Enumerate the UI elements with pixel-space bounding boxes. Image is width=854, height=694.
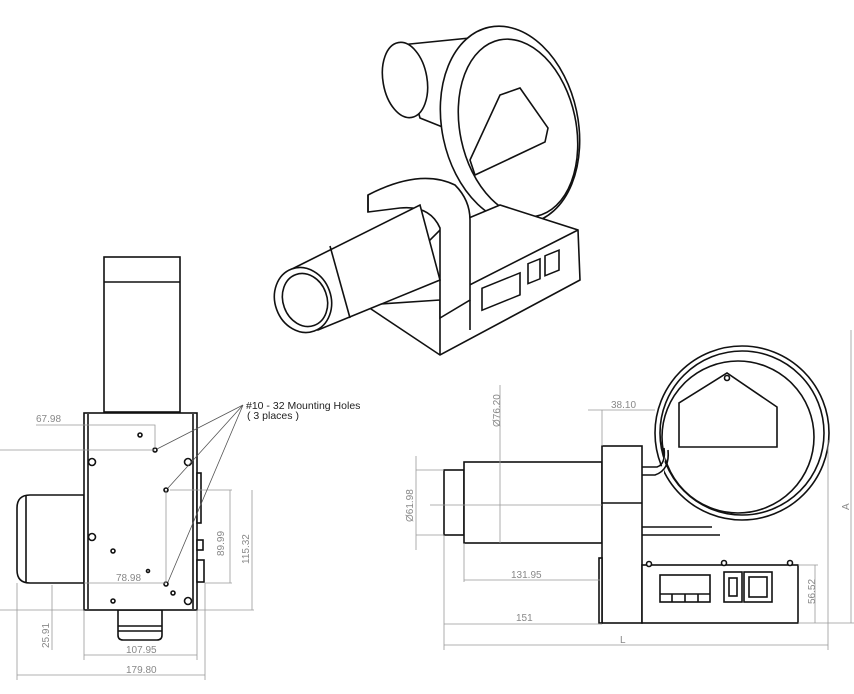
top-view-body [83, 412, 198, 611]
side-main-tube [463, 461, 603, 544]
dim-height-A: A [841, 503, 852, 510]
isometric-view [273, 25, 581, 356]
iso-switch-2 [544, 249, 560, 277]
dim-25-91: 25.91 [41, 623, 52, 648]
dim-89-99: 89.99 [216, 531, 227, 556]
mounting-holes-note: #10 - 32 Mounting Holes [246, 400, 360, 412]
dim-56-52: 56.52 [807, 579, 818, 604]
iso-display [481, 271, 521, 312]
dim-107-95: 107.95 [126, 645, 157, 656]
dim-78-98: 78.98 [116, 573, 141, 584]
dim-dia-76-20: Ø76.20 [492, 394, 503, 427]
dim-38-10: 38.10 [611, 400, 636, 411]
side-inlet-ring [443, 469, 465, 536]
iso-inlet-opening [381, 41, 429, 119]
dim-dia-61-98: Ø61.98 [405, 489, 416, 522]
side-column-block [601, 445, 643, 624]
side-scroll-window [678, 372, 778, 448]
top-view-tube [103, 256, 181, 413]
dim-115-32: 115.32 [241, 534, 252, 564]
iso-scroll-window [469, 87, 549, 177]
side-view: 38.10 Ø76.20 Ø61.98 131.95 151 L 56.52 A [405, 330, 854, 650]
dim-length-L: L [620, 635, 626, 646]
dim-151: 151 [516, 613, 533, 624]
dim-179-80: 179.80 [126, 665, 157, 676]
note-leaders [156, 404, 244, 583]
iso-switch-1 [527, 257, 541, 285]
top-view-motor [16, 494, 85, 584]
top-view-foot [117, 609, 163, 641]
mounting-holes-note-qty: ( 3 places ) [247, 410, 299, 422]
top-view: #10 - 32 Mounting Holes ( 3 places ) 67.… [0, 256, 360, 680]
dim-67-98: 67.98 [36, 414, 61, 425]
dim-131-95: 131.95 [511, 570, 542, 581]
